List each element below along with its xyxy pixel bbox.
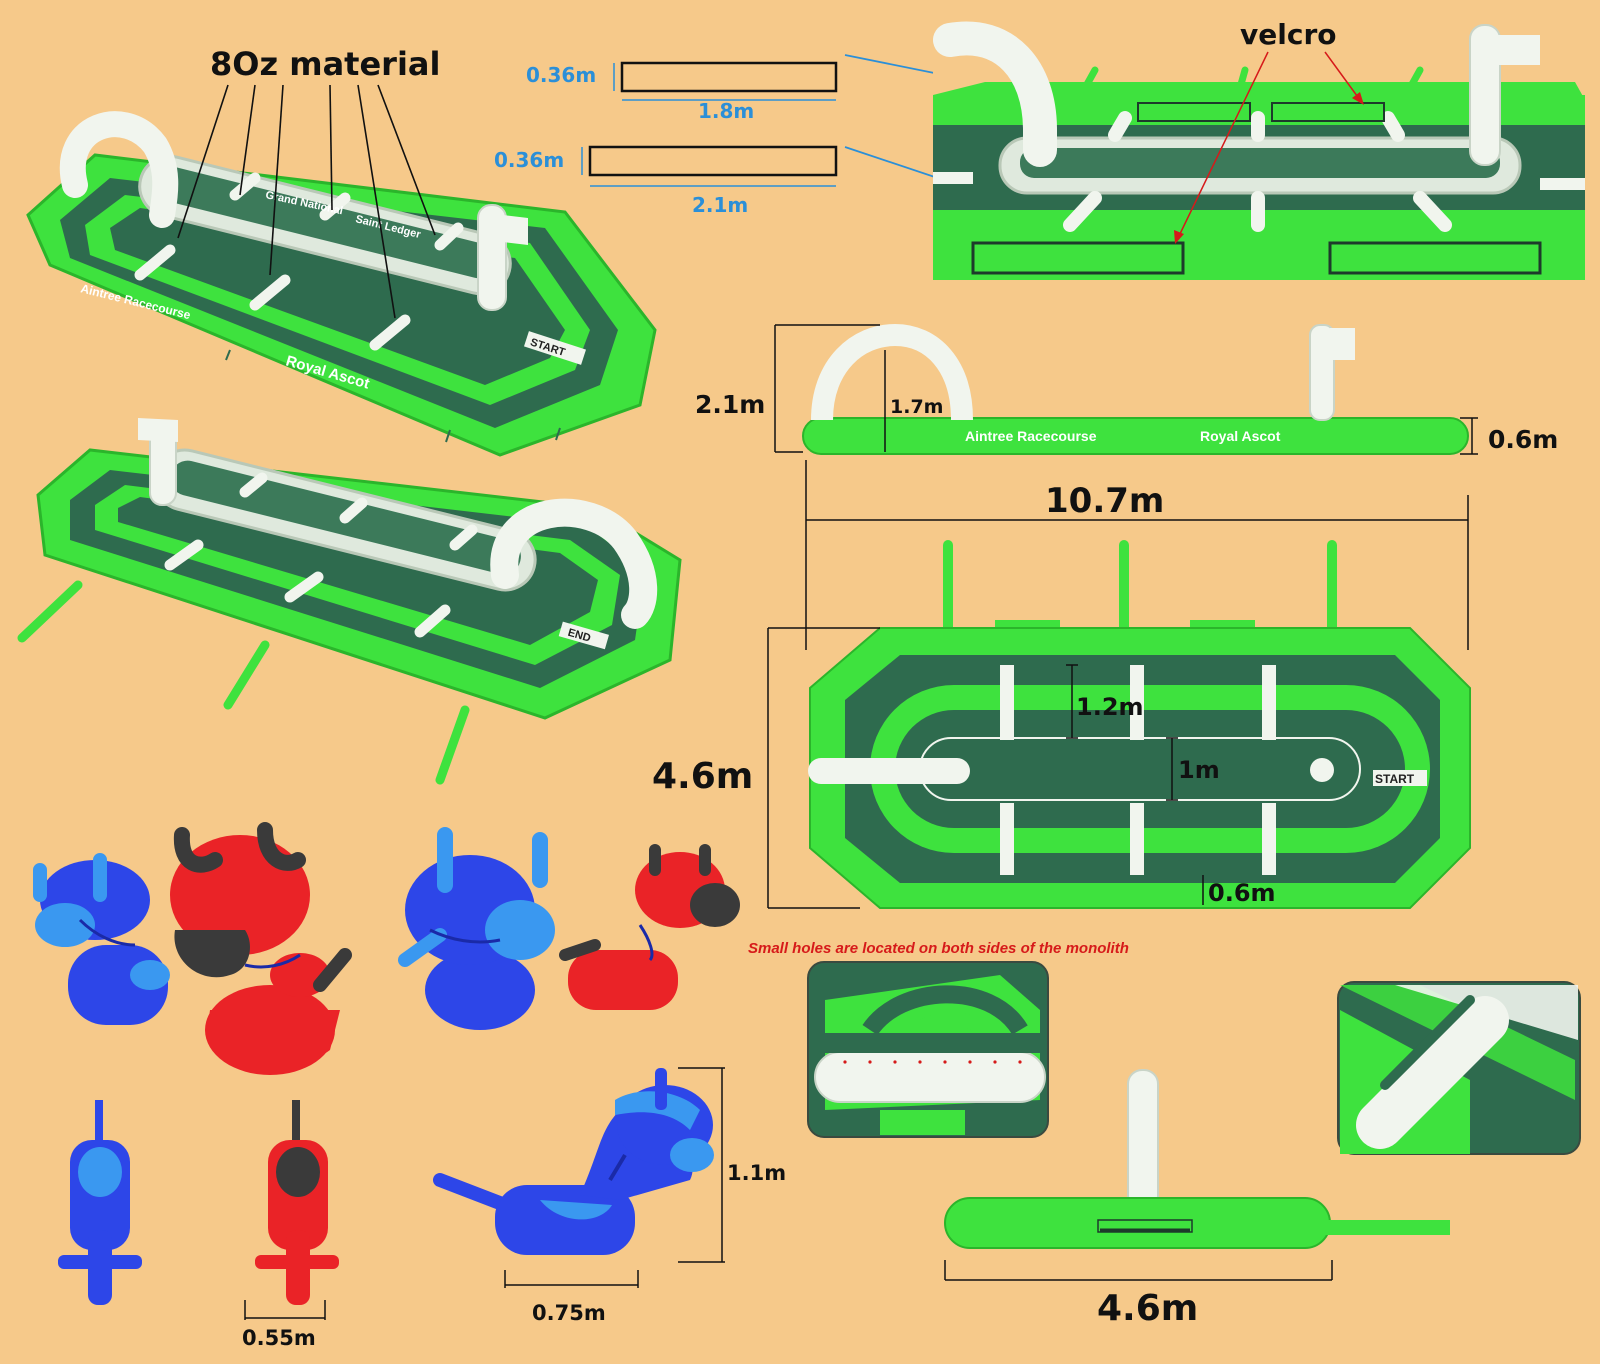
arch-height-label: 1.7m <box>890 396 943 418</box>
horse-width-label: 0.55m <box>242 1326 316 1350</box>
velcro-strip-long <box>588 145 838 177</box>
material-label: 8Oz material <box>210 45 440 83</box>
horse-height-label: 1.1m <box>727 1161 786 1185</box>
horse-front-views: 0.55m <box>58 1100 339 1350</box>
velcro-strip-short <box>620 61 838 93</box>
center-width-label: 1m <box>1178 756 1220 784</box>
detail-inset-left <box>807 961 1049 1138</box>
velcro-closeup: velcro <box>933 18 1585 280</box>
side-elevation: Aintree Racecourse Royal Ascot 2.1m 1.7m… <box>695 323 1558 650</box>
lane-width-label: 1.2m <box>1076 693 1144 721</box>
strip-2-height: 0.36m <box>494 148 564 172</box>
total-height-label: 2.1m <box>695 390 765 419</box>
velcro-label: velcro <box>1240 18 1336 51</box>
aintree-label-side: Aintree Racecourse <box>965 428 1097 444</box>
plan-width-label: 4.6m <box>652 756 753 797</box>
strip-1-height: 0.36m <box>526 63 596 87</box>
material-callout: 8Oz material <box>177 45 440 319</box>
end-width-label: 4.6m <box>1097 1288 1198 1329</box>
wall-width-label: 0.6m <box>1208 879 1276 907</box>
monolith-holes-note: Small holes are located on both sides of… <box>748 940 1129 957</box>
horses-perspective <box>33 822 740 1075</box>
horse-length-label: 0.75m <box>532 1301 606 1325</box>
track-render-end-view: END <box>17 418 682 785</box>
wall-height-label: 0.6m <box>1488 425 1558 454</box>
strip-1-length: 1.8m <box>698 99 754 123</box>
length-label: 10.7m <box>1045 481 1164 521</box>
horse-side-view: 1.1m 0.75m <box>433 1067 786 1325</box>
track-render-start-view: Aintree Racecourse Royal Ascot Grand Nat… <box>26 111 657 457</box>
top-plan-view: START 1.2m 1m 0.6m 4.6m <box>652 540 1471 909</box>
end-elevation: 4.6m <box>944 1069 1450 1329</box>
royal-ascot-label-side: Royal Ascot <box>1200 428 1281 444</box>
strip-2-length: 2.1m <box>692 193 748 217</box>
detail-inset-right <box>1337 981 1581 1155</box>
start-tag-plan: START <box>1375 772 1415 786</box>
